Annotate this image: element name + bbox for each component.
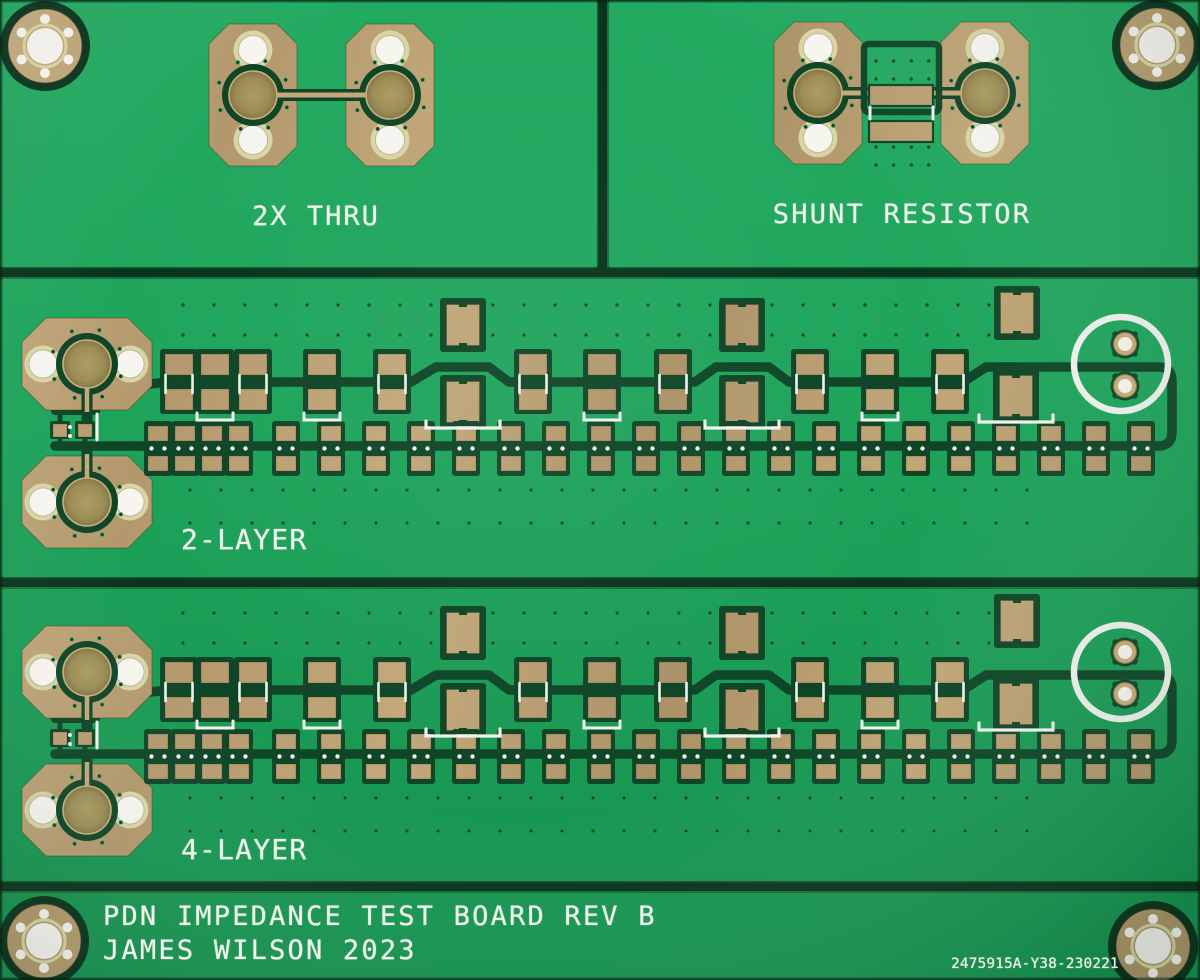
label-section-2layer: 2-LAYER [181,523,308,556]
label-board-title: PDN IMPEDANCE TEST BOARD REV B [103,901,657,932]
label-coupon-shunt-resistor: SHUNT RESISTOR [772,199,1032,230]
label-coupon-2x-thru: 2X THRU [252,201,380,232]
label-serial-number: 2475915A-Y38-230221 [951,956,1119,972]
label-section-4layer: 4-LAYER [181,833,308,866]
label-board-author: JAMES WILSON 2023 [103,935,417,966]
